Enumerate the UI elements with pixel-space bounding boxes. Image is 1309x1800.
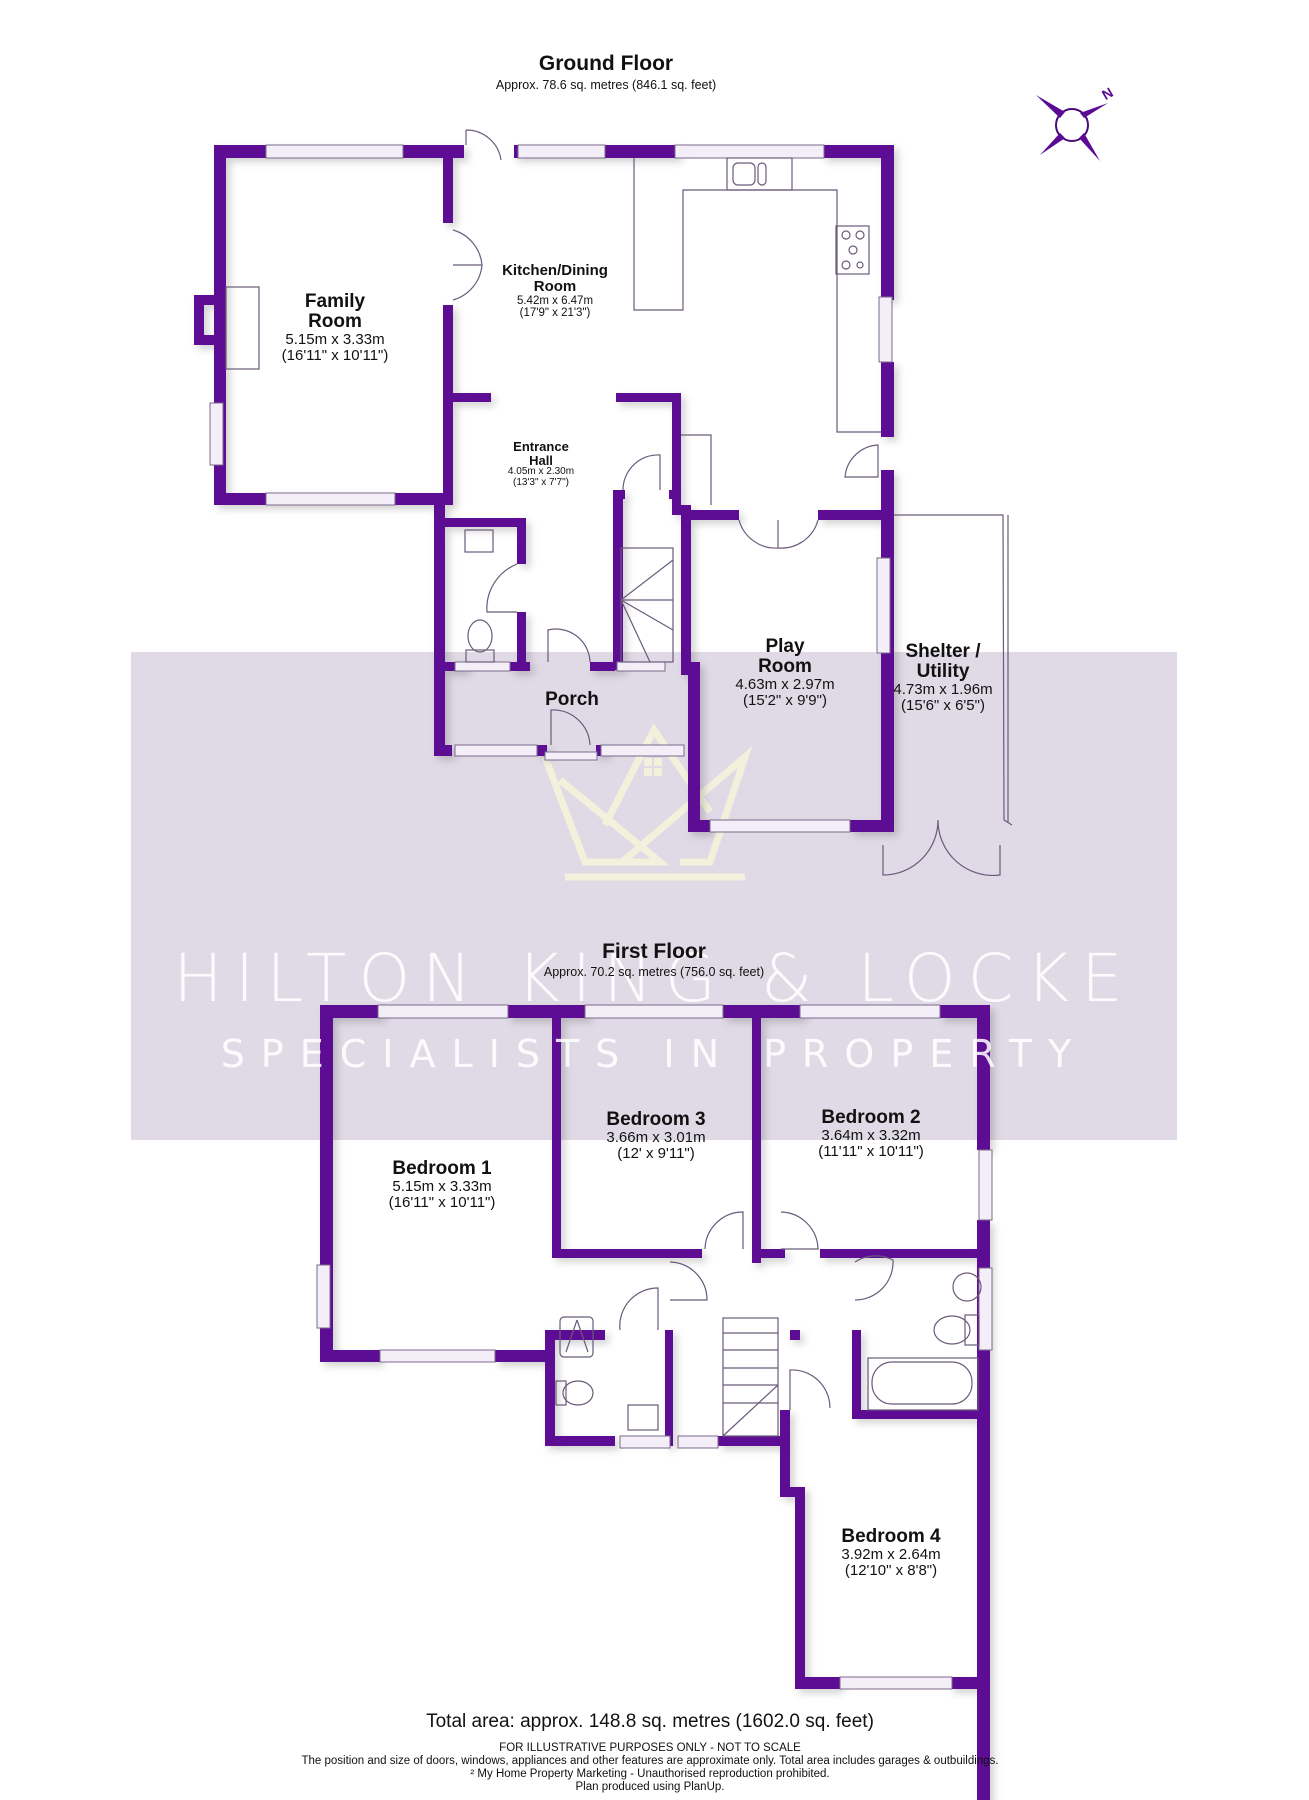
room-name-line2: Room xyxy=(758,655,812,677)
room-imperial: (12'10" x 8'8") xyxy=(844,1561,938,1579)
disclaimer-features: The position and size of doors, windows,… xyxy=(301,1755,999,1767)
room-imperial: (15'2" x 9'9") xyxy=(743,691,827,709)
room-bedroom-3: Bedroom 3 3.66m x 3.01m (12' x 9'11") xyxy=(606,1110,705,1161)
room-imperial: (17'9" x 21'3") xyxy=(519,306,591,319)
ground-floor-walls xyxy=(194,145,894,832)
room-name: Entrance xyxy=(513,439,569,454)
room-metric: 3.92m x 2.64m xyxy=(841,1545,941,1563)
room-bedroom-1: Bedroom 1 5.15m x 3.33m (16'11" x 10'11"… xyxy=(389,1159,496,1210)
room-metric: 4.63m x 2.97m xyxy=(735,675,835,693)
room-name: Bedroom 2 xyxy=(821,1107,921,1128)
room-name: Play xyxy=(765,636,805,657)
room-imperial: (12' x 9'11") xyxy=(617,1144,695,1162)
room-imperial: (16'11" x 10'11") xyxy=(281,346,389,364)
first-floor-windows xyxy=(316,1004,993,1690)
room-bedroom-4: Bedroom 4 3.92m x 2.64m (12'10" x 8'8") xyxy=(841,1527,940,1578)
first-floor-walls xyxy=(320,1005,990,1800)
room-imperial: (15'6" x 6'5") xyxy=(901,696,985,714)
disclaimer-scale: FOR ILLUSTRATIVE PURPOSES ONLY - NOT TO … xyxy=(499,1742,801,1754)
room-name: Bedroom 1 xyxy=(392,1158,492,1179)
room-metric: 5.42m x 6.47m xyxy=(516,294,594,307)
room-play-room: Play Room 4.63m x 2.97m (15'2" x 9'9") xyxy=(735,637,834,708)
room-name: Bedroom 4 xyxy=(841,1526,941,1547)
room-family-room: Family Room 5.15m x 3.33m (16'11" x 10'1… xyxy=(282,292,389,363)
room-name-line2: Room xyxy=(308,310,362,332)
room-metric: 3.66m x 3.01m xyxy=(606,1128,706,1146)
room-name-line2: Hall xyxy=(529,452,553,468)
crown-logo-icon xyxy=(541,723,753,881)
room-name-line2: Room xyxy=(533,277,577,295)
compass-icon xyxy=(1036,95,1108,161)
ground-floor-area: Approx. 78.6 sq. metres (846.1 sq. feet) xyxy=(495,78,717,92)
room-name: Shelter / xyxy=(905,641,981,662)
room-metric: 4.05m x 2.30m xyxy=(507,466,575,478)
svg-text:N: N xyxy=(1099,84,1116,103)
room-metric: 3.64m x 3.32m xyxy=(821,1126,921,1144)
first-floor-area: Approx. 70.2 sq. metres (756.0 sq. feet) xyxy=(543,965,765,979)
total-area: Total area: approx. 148.8 sq. metres (16… xyxy=(426,1711,874,1732)
room-metric: 4.73m x 1.96m xyxy=(893,680,993,698)
room-bedroom-2: Bedroom 2 3.64m x 3.32m (11'11" x 10'11"… xyxy=(818,1108,924,1159)
first-floor-fixtures xyxy=(555,1211,982,1437)
room-metric: 5.15m x 3.33m xyxy=(285,330,385,348)
watermark-tagline: SPECIALISTS IN PROPERTY xyxy=(220,1032,1088,1076)
room-entrance-hall: Entrance Hall 4.05m x 2.30m (13'3" x 7'7… xyxy=(508,440,574,488)
room-name: Kitchen/Dining xyxy=(502,262,608,279)
copyright-notice: ² My Home Property Marketing - Unauthori… xyxy=(470,1768,830,1780)
room-imperial: (11'11" x 10'11") xyxy=(818,1142,924,1160)
room-imperial: (16'11" x 10'11") xyxy=(388,1193,496,1211)
first-floor-title: First Floor xyxy=(602,940,706,963)
planup-credit: Plan produced using PlanUp. xyxy=(575,1781,725,1793)
ground-floor-fixtures xyxy=(225,129,1013,877)
ground-floor-title: Ground Floor xyxy=(538,52,674,75)
room-kitchen-dining: Kitchen/Dining Room 5.42m x 6.47m (17'9"… xyxy=(502,263,608,319)
room-porch: Porch xyxy=(545,690,599,710)
room-name: Porch xyxy=(545,689,599,710)
room-name: Bedroom 3 xyxy=(606,1109,706,1130)
watermark-company-name: HILTON KING & LOCKE xyxy=(173,940,1135,1017)
room-imperial: (13'3" x 7'7") xyxy=(513,476,569,488)
room-metric: 5.15m x 3.33m xyxy=(392,1177,492,1195)
room-name-line2: Utility xyxy=(916,660,970,682)
room-shelter-utility: Shelter / Utility 4.73m x 1.96m (15'6" x… xyxy=(893,642,992,713)
room-name: Family xyxy=(304,291,366,312)
ground-floor-windows xyxy=(209,144,893,833)
